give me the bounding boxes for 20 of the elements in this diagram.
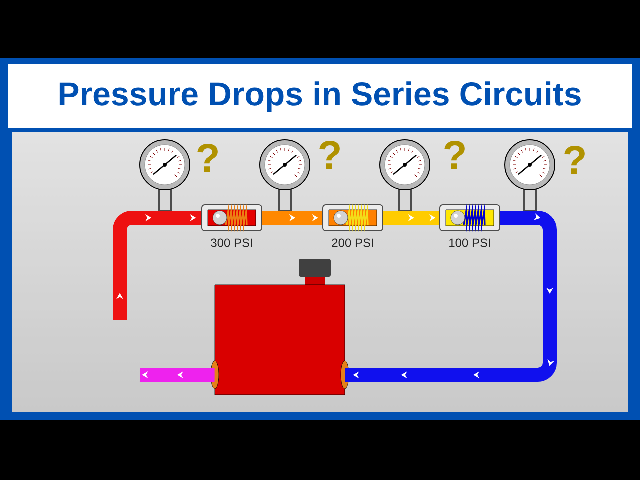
check-valve-drawing xyxy=(440,203,500,233)
pressure-label: 100 PSI xyxy=(450,238,490,248)
pressure-gauge-drawing xyxy=(260,140,310,211)
question-mark: ? xyxy=(564,146,585,174)
reservoir-tank-drawing xyxy=(210,259,350,396)
title: Pressure Drops in Series Circuits xyxy=(60,82,581,112)
question-mark: ? xyxy=(198,144,218,172)
pressure-gauge-drawing xyxy=(380,140,430,211)
question-mark: ? xyxy=(320,141,340,169)
pressure-gauge-drawing xyxy=(140,140,190,211)
pressure-label: 300 PSI xyxy=(211,238,252,248)
pipe xyxy=(384,211,440,225)
pressure-label: 200 PSI xyxy=(332,238,374,248)
question-mark: ? xyxy=(444,141,465,169)
pipe xyxy=(262,211,322,225)
check-valve-drawing xyxy=(322,203,384,233)
pipe xyxy=(140,368,215,382)
pressure-gauge-drawing xyxy=(504,140,556,211)
pipe xyxy=(113,211,202,320)
check-valve-drawing xyxy=(202,203,262,233)
